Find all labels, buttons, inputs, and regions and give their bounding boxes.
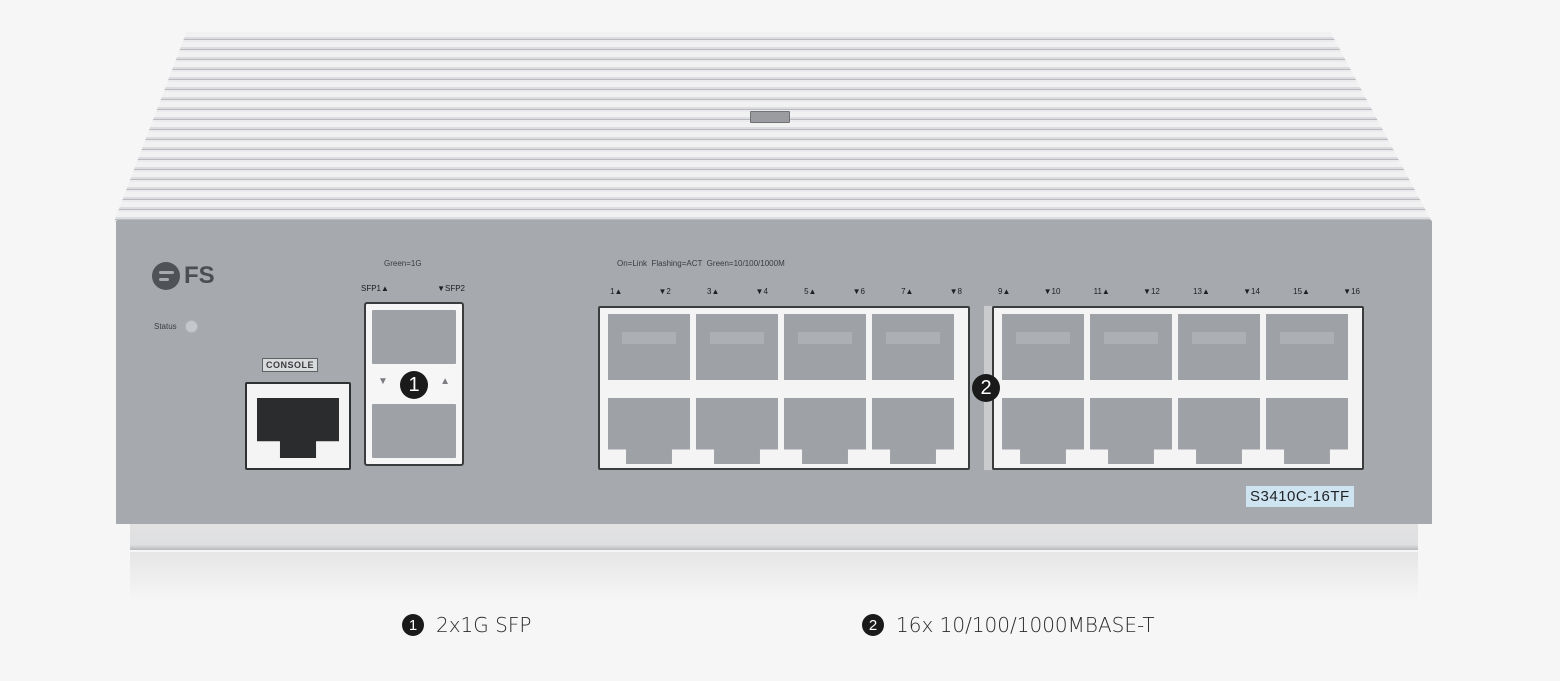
- sfp-slot-2: [372, 404, 456, 458]
- legend-number-icon: 2: [862, 614, 884, 636]
- rj45-port: [696, 314, 778, 380]
- rj45-port: [872, 314, 954, 380]
- rj45-port: [1002, 314, 1084, 380]
- port-label: ▼12: [1143, 287, 1160, 296]
- rj45-port: [1266, 314, 1348, 380]
- sfp-slot-1: [372, 310, 456, 364]
- rj45-port: [608, 398, 690, 464]
- console-port: [245, 382, 351, 470]
- fs-logo-icon: [152, 262, 180, 290]
- rj45-port: [784, 398, 866, 464]
- sfp-port-labels: SFP1▲ ▼SFP2: [361, 284, 465, 293]
- top-heatsink-fins: [114, 32, 1432, 222]
- port-label: 11▲: [1093, 287, 1110, 296]
- chassis-base: [130, 524, 1418, 550]
- top-label-sticker: [750, 111, 790, 123]
- port-label: 13▲: [1193, 287, 1210, 296]
- legend-number-icon: 1: [402, 614, 424, 636]
- port-label: ▼8: [949, 287, 962, 296]
- sfp1-label: SFP1▲: [361, 284, 389, 293]
- callout-2: 2: [972, 374, 1000, 402]
- model-badge: S3410C-16TF: [1246, 486, 1354, 507]
- legend-item-1: 1 2x1G SFP: [402, 613, 531, 637]
- port-label: ▼16: [1343, 287, 1360, 296]
- port-label: 7▲: [901, 287, 914, 296]
- brand-name: FS: [184, 262, 215, 289]
- rj45-port: [608, 314, 690, 380]
- rj45-port: [1266, 398, 1348, 464]
- rj45-port: [1178, 398, 1260, 464]
- callout-1: 1: [400, 371, 428, 399]
- port-label: ▼4: [755, 287, 768, 296]
- port-label: 3▲: [707, 287, 720, 296]
- rj45-port: [872, 398, 954, 464]
- sfp2-label: ▼SFP2: [437, 284, 465, 293]
- port-label: ▼2: [658, 287, 671, 296]
- rj45-jack-icon: [257, 398, 339, 458]
- status-led-icon: [184, 320, 198, 333]
- rj45-port: [1090, 398, 1172, 464]
- status-label: Status: [154, 322, 177, 331]
- rj45-port: [1178, 314, 1260, 380]
- port-label: ▼10: [1043, 287, 1061, 296]
- rj45-port: [696, 398, 778, 464]
- rj45-port: [1002, 398, 1084, 464]
- console-label: CONSOLE: [262, 358, 319, 372]
- port-label: ▼14: [1243, 287, 1260, 296]
- port-label: 5▲: [804, 287, 817, 296]
- port-label: 1▲: [610, 287, 623, 296]
- legend-text: 16x 10/100/1000MBASE-T: [896, 613, 1155, 637]
- arrow-down-icon: ▼: [378, 376, 388, 387]
- arrow-up-icon: ▲: [440, 376, 450, 387]
- port-led-caption: On=Link Flashing=ACT Green=10/100/1000M: [617, 259, 785, 268]
- port-labels-group-1: 1▲ ▼2 3▲ ▼4 5▲ ▼6 7▲ ▼8: [610, 287, 962, 296]
- brand-logo: FS: [152, 262, 215, 290]
- port-label: ▼6: [852, 287, 865, 296]
- rj45-port: [1090, 314, 1172, 380]
- legend-item-2: 2 16x 10/100/1000MBASE-T: [862, 613, 1155, 637]
- sfp-led-caption: Green=1G: [384, 259, 422, 268]
- legend-text: 2x1G SFP: [436, 613, 532, 637]
- port-label: 15▲: [1293, 287, 1310, 296]
- port-label: 9▲: [998, 287, 1011, 296]
- ethernet-ports-9-16: [992, 306, 1364, 470]
- port-labels-group-2: 9▲ ▼10 11▲ ▼12 13▲ ▼14 15▲ ▼16: [998, 287, 1360, 296]
- status-indicator: Status: [154, 320, 198, 333]
- ethernet-ports-1-8: [598, 306, 970, 470]
- reflection: [130, 552, 1418, 602]
- rj45-port: [784, 314, 866, 380]
